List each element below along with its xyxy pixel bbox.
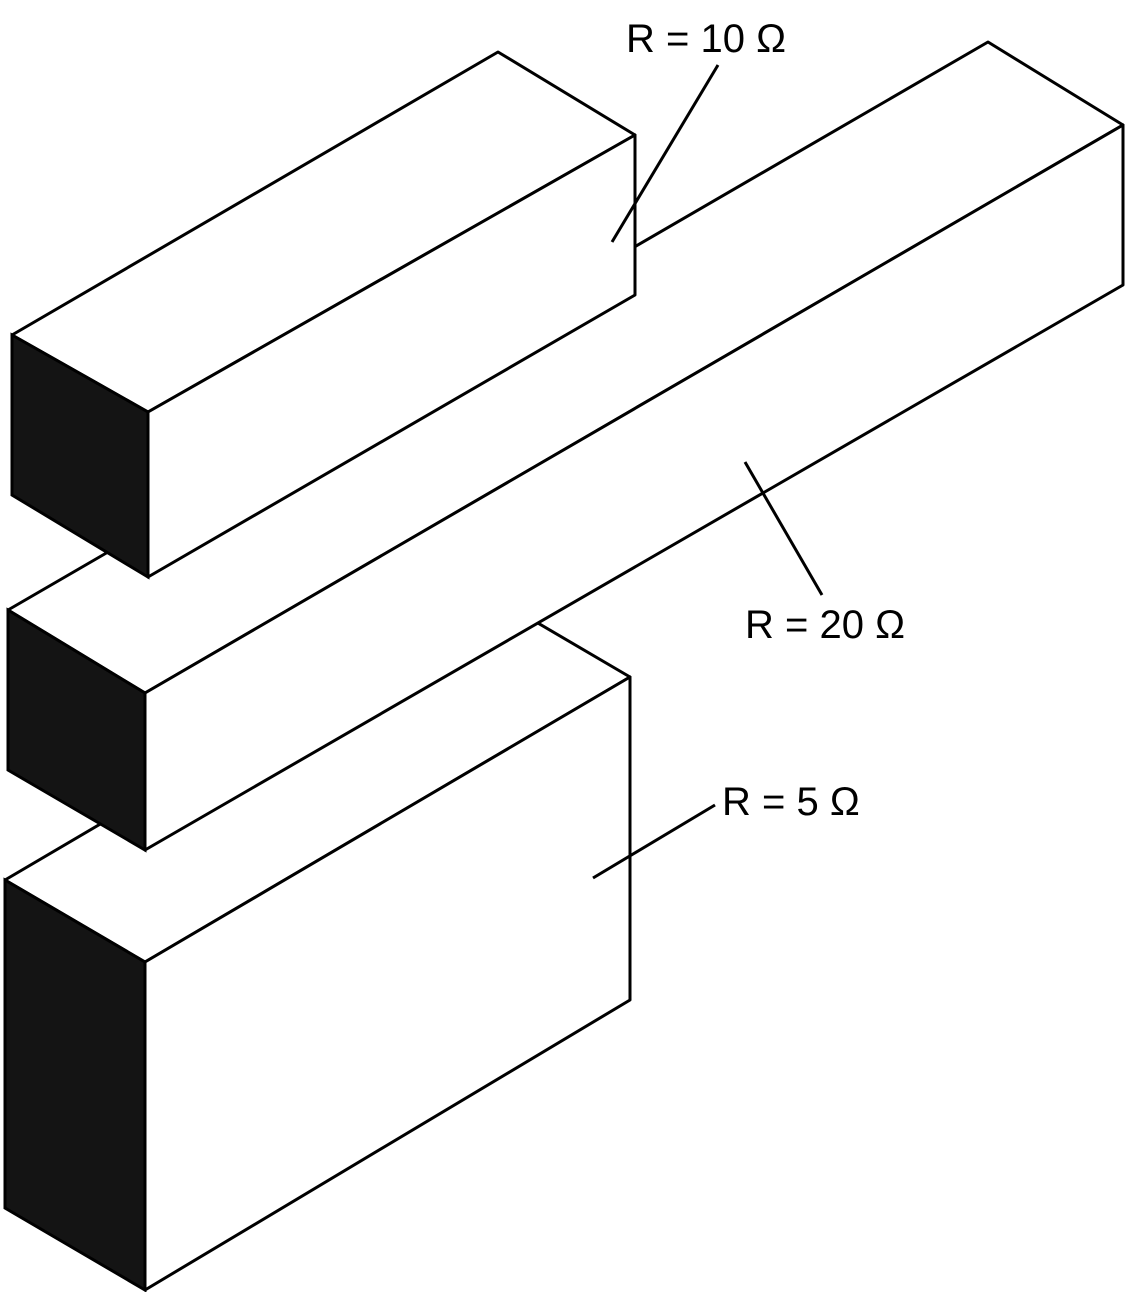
leader-line-20-ohm xyxy=(743,461,824,596)
block-top-end-face xyxy=(10,332,150,580)
label-r-20-ohm: R = 20 Ω xyxy=(745,603,905,647)
block-middle xyxy=(6,40,1125,853)
block-bottom xyxy=(3,593,632,1292)
leader-line-5-ohm xyxy=(592,803,716,880)
label-r-5-ohm: R = 5 Ω xyxy=(722,780,860,824)
block-middle-end-face xyxy=(6,607,147,853)
leader-line-10-ohm xyxy=(610,64,720,243)
block-top xyxy=(10,50,637,580)
block-bottom-end-face xyxy=(3,877,147,1292)
label-r-10-ohm: R = 10 Ω xyxy=(626,17,786,61)
